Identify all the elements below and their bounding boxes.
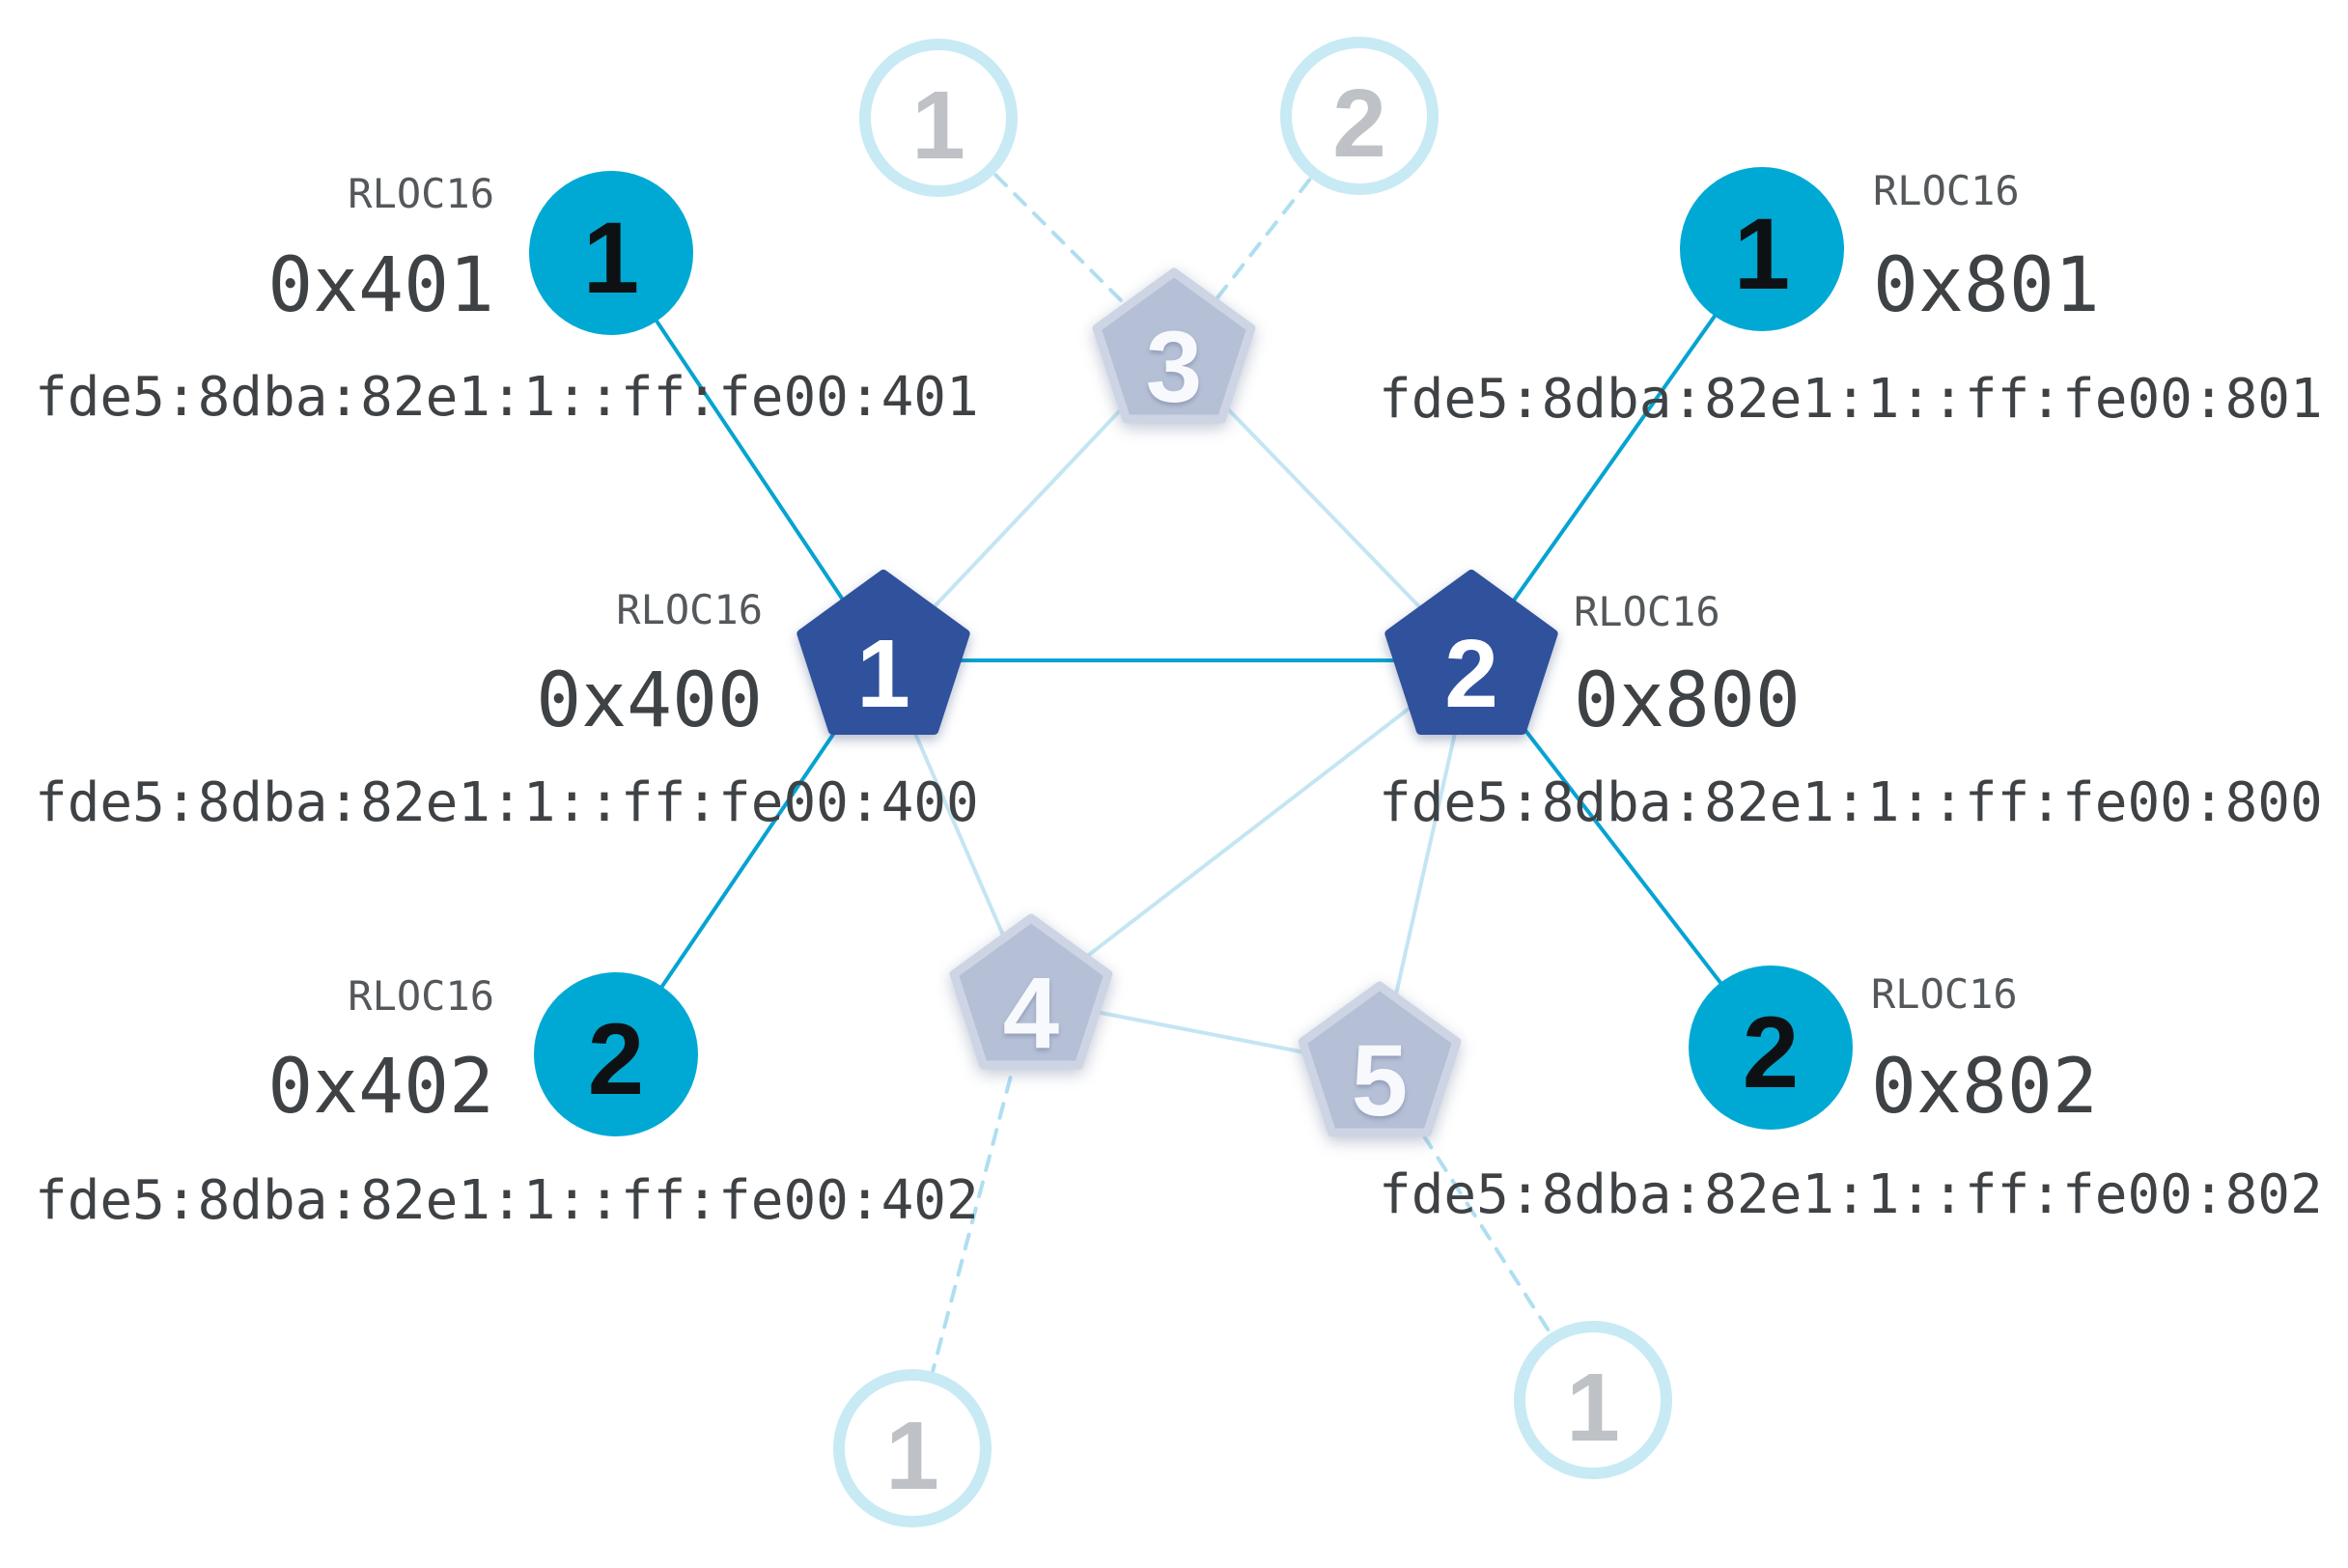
rloc16-value-router-1: 0x400 <box>536 658 763 744</box>
node-number-child-401: 1 <box>583 202 639 315</box>
ipv6-address-child-401: fde5:8dba:82e1:1::ff:fe00:401 <box>35 366 979 429</box>
rloc16-tag-child-802: RLOC16 <box>1871 970 2018 1018</box>
rloc16-tag-child-801: RLOC16 <box>1873 167 2020 214</box>
router-pentagon-icon <box>1384 570 1558 735</box>
rloc16-tag-router-2: RLOC16 <box>1574 588 1720 635</box>
inactive-router-pentagon-icon <box>1298 981 1462 1137</box>
node-number-child-802: 2 <box>1743 996 1799 1109</box>
end-device-circle-icon <box>1689 966 1853 1130</box>
node-number-end-device-bottom-2: 1 <box>1566 1354 1620 1462</box>
node-number-router-4: 4 <box>1003 957 1059 1070</box>
node-end-device-bottom-2[interactable]: 1 <box>1514 1321 1672 1479</box>
inactive-router-pentagon-icon <box>949 913 1113 1070</box>
ipv6-address-router-2: fde5:8dba:82e1:1::ff:fe00:800 <box>1379 771 2323 834</box>
rloc16-tag-child-402: RLOC16 <box>348 972 494 1020</box>
inactive-router-pentagon-icon <box>1092 267 1256 424</box>
node-router-5[interactable]: 5 <box>1298 981 1462 1137</box>
node-child-401[interactable]: 1 RLOC160x401fde5:8dba:82e1:1::ff:fe00:40… <box>35 170 979 429</box>
inactive-end-device-circle-icon <box>1280 37 1439 195</box>
ipv6-address-child-802: fde5:8dba:82e1:1::ff:fe00:802 <box>1379 1163 2323 1226</box>
inactive-end-device-circle-icon <box>1514 1321 1672 1479</box>
ipv6-address-child-402: fde5:8dba:82e1:1::ff:fe00:402 <box>35 1169 979 1232</box>
node-router-3[interactable]: 3 <box>1092 267 1256 424</box>
ipv6-address-child-801: fde5:8dba:82e1:1::ff:fe00:801 <box>1379 368 2323 431</box>
rloc16-value-router-2: 0x800 <box>1574 658 1801 744</box>
rloc16-value-child-801: 0x801 <box>1873 242 2100 329</box>
node-number-router-1: 1 <box>856 620 910 728</box>
router-pentagon-icon <box>797 570 970 735</box>
node-router-4[interactable]: 4 <box>949 913 1113 1070</box>
node-end-device-bottom-1[interactable]: 1 <box>833 1369 992 1527</box>
rloc16-value-child-802: 0x802 <box>1871 1044 2098 1131</box>
node-child-402[interactable]: 2 RLOC160x402fde5:8dba:82e1:1::ff:fe00:40… <box>35 972 979 1232</box>
node-end-device-top-1[interactable]: 1 <box>859 39 1018 197</box>
node-number-router-5: 5 <box>1352 1024 1408 1137</box>
end-device-circle-icon <box>529 171 693 335</box>
rloc16-tag-child-401: RLOC16 <box>348 170 494 217</box>
node-number-child-402: 2 <box>588 1003 644 1116</box>
ipv6-address-router-1: fde5:8dba:82e1:1::ff:fe00:400 <box>35 771 979 834</box>
inactive-end-device-circle-icon <box>859 39 1018 197</box>
rloc16-tag-router-1: RLOC16 <box>616 586 763 633</box>
node-number-end-device-top-2: 2 <box>1332 70 1386 178</box>
node-end-device-top-2[interactable]: 2 <box>1280 37 1439 195</box>
link-router-2--router-4-mesh-link <box>1029 658 1473 1001</box>
end-device-circle-icon <box>534 972 698 1136</box>
node-number-end-device-bottom-1: 1 <box>885 1402 939 1510</box>
link-child-801--router-2-active-link <box>1469 247 1764 662</box>
node-number-router-2: 2 <box>1444 620 1498 728</box>
node-number-child-801: 1 <box>1734 198 1790 311</box>
rloc16-value-child-401: 0x401 <box>267 242 494 329</box>
node-router-1[interactable]: 1 RLOC160x400fde5:8dba:82e1:1::ff:fe00:40… <box>35 570 979 834</box>
end-device-circle-icon <box>1680 167 1844 331</box>
node-child-802[interactable]: 2 RLOC160x802fde5:8dba:82e1:1::ff:fe00:80… <box>1379 966 2323 1226</box>
inactive-end-device-circle-icon <box>833 1369 992 1527</box>
node-child-801[interactable]: 1 RLOC160x801fde5:8dba:82e1:1::ff:fe00:80… <box>1379 167 2323 431</box>
node-router-2[interactable]: 2 RLOC160x800fde5:8dba:82e1:1::ff:fe00:80… <box>1379 570 2323 834</box>
node-number-end-device-top-1: 1 <box>911 71 965 180</box>
node-number-router-3: 3 <box>1146 311 1202 424</box>
rloc16-value-child-402: 0x402 <box>267 1044 494 1131</box>
